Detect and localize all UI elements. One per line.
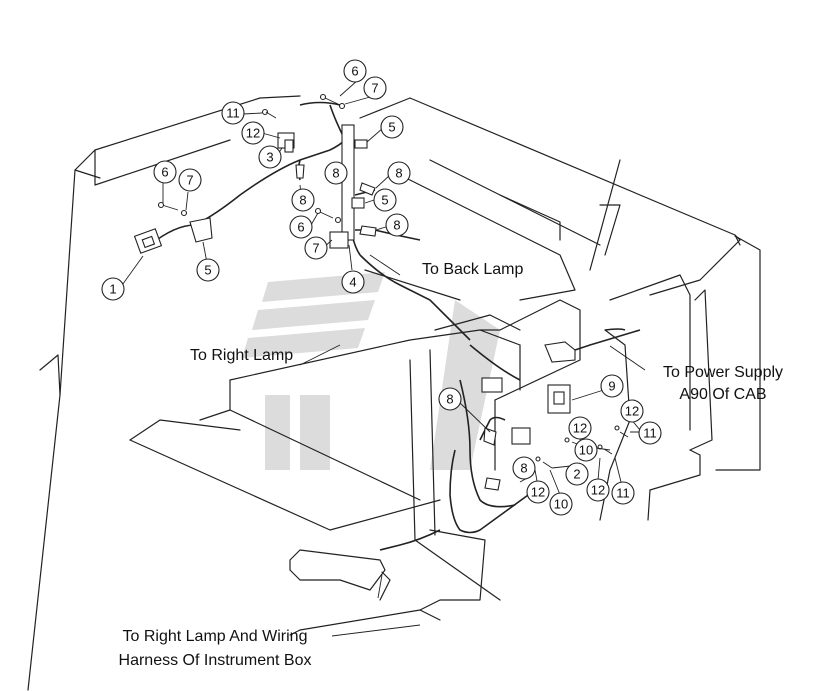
callout-7: 7 <box>178 168 202 192</box>
callout-label: 12 <box>573 421 587 436</box>
callout-10: 10 <box>574 438 598 462</box>
component-parts <box>133 93 629 491</box>
callout-6: 6 <box>153 160 177 184</box>
callout-8: 8 <box>291 188 315 212</box>
callout-9: 9 <box>600 374 624 398</box>
callout-1: 1 <box>101 277 125 301</box>
callout-label: 8 <box>393 218 400 233</box>
callout-8: 8 <box>324 161 348 185</box>
callout-label: 6 <box>297 220 304 235</box>
callout-11: 11 <box>638 421 662 445</box>
callout-4: 4 <box>341 270 365 294</box>
callout-label: 5 <box>381 193 388 208</box>
label-power-supply-line2: A90 Of CAB <box>679 386 766 403</box>
callout-label: 11 <box>226 106 240 121</box>
callout-label: 6 <box>161 165 168 180</box>
callout-label: 8 <box>299 193 306 208</box>
callout-label: 8 <box>446 392 453 407</box>
callout-5: 5 <box>380 115 404 139</box>
callout-label: 12 <box>246 126 260 141</box>
callout-5: 5 <box>196 258 220 282</box>
callout-label: 5 <box>204 263 211 278</box>
callout-label: 7 <box>371 81 378 96</box>
callout-2: 2 <box>565 462 589 486</box>
callout-6: 6 <box>289 215 313 239</box>
callout-3: 3 <box>258 145 282 169</box>
callout-12: 12 <box>568 416 592 440</box>
callout-8: 8 <box>438 387 462 411</box>
callout-label: 8 <box>395 166 402 181</box>
label-to-back-lamp: To Back Lamp <box>422 261 523 278</box>
label-power-supply-line1: To Power Supply <box>663 364 783 381</box>
callout-label: 7 <box>312 241 319 256</box>
callout-label: 7 <box>186 173 193 188</box>
callout-8: 8 <box>387 161 411 185</box>
label-to-right-lamp: To Right Lamp <box>190 347 293 364</box>
callout-12: 12 <box>241 121 265 145</box>
callout-label: 4 <box>349 275 356 290</box>
callout-label: 6 <box>351 64 358 79</box>
callout-label: 1 <box>109 282 116 297</box>
callout-12: 12 <box>620 399 644 423</box>
callout-6: 6 <box>343 59 367 83</box>
callout-label: 5 <box>388 120 395 135</box>
callout-11: 11 <box>611 481 635 505</box>
callout-label: 11 <box>616 486 630 501</box>
callout-label: 9 <box>608 379 615 394</box>
callout-label: 12 <box>531 485 545 500</box>
label-instrument-line2: Harness Of Instrument Box <box>119 652 312 669</box>
callout-5: 5 <box>373 188 397 212</box>
callout-12: 12 <box>526 480 550 504</box>
callout-8: 8 <box>512 456 536 480</box>
callout-12: 12 <box>586 478 610 502</box>
callouts: 1 5 6 7 11 12 3 6 7 5 8 8 5 8 6 8 7 4 8 … <box>101 59 662 516</box>
callout-label: 8 <box>520 461 527 476</box>
callout-8: 8 <box>385 213 409 237</box>
callout-label: 10 <box>579 443 593 458</box>
callout-label: 10 <box>554 497 568 512</box>
callout-label: 12 <box>625 404 639 419</box>
callout-label: 8 <box>332 166 339 181</box>
callout-label: 2 <box>573 467 580 482</box>
callout-7: 7 <box>363 76 387 100</box>
label-instrument-line1: To Right Lamp And Wiring <box>123 628 308 645</box>
cab-body-outline <box>27 95 761 691</box>
callout-label: 11 <box>643 426 657 441</box>
callout-10: 10 <box>549 492 573 516</box>
callout-label: 12 <box>591 483 605 498</box>
diagram-labels: To Back Lamp To Right Lamp To Power Supp… <box>119 261 784 669</box>
callout-label: 3 <box>266 150 273 165</box>
watermark-logo <box>242 272 500 470</box>
callout-11: 11 <box>221 101 245 125</box>
callout-7: 7 <box>304 236 328 260</box>
